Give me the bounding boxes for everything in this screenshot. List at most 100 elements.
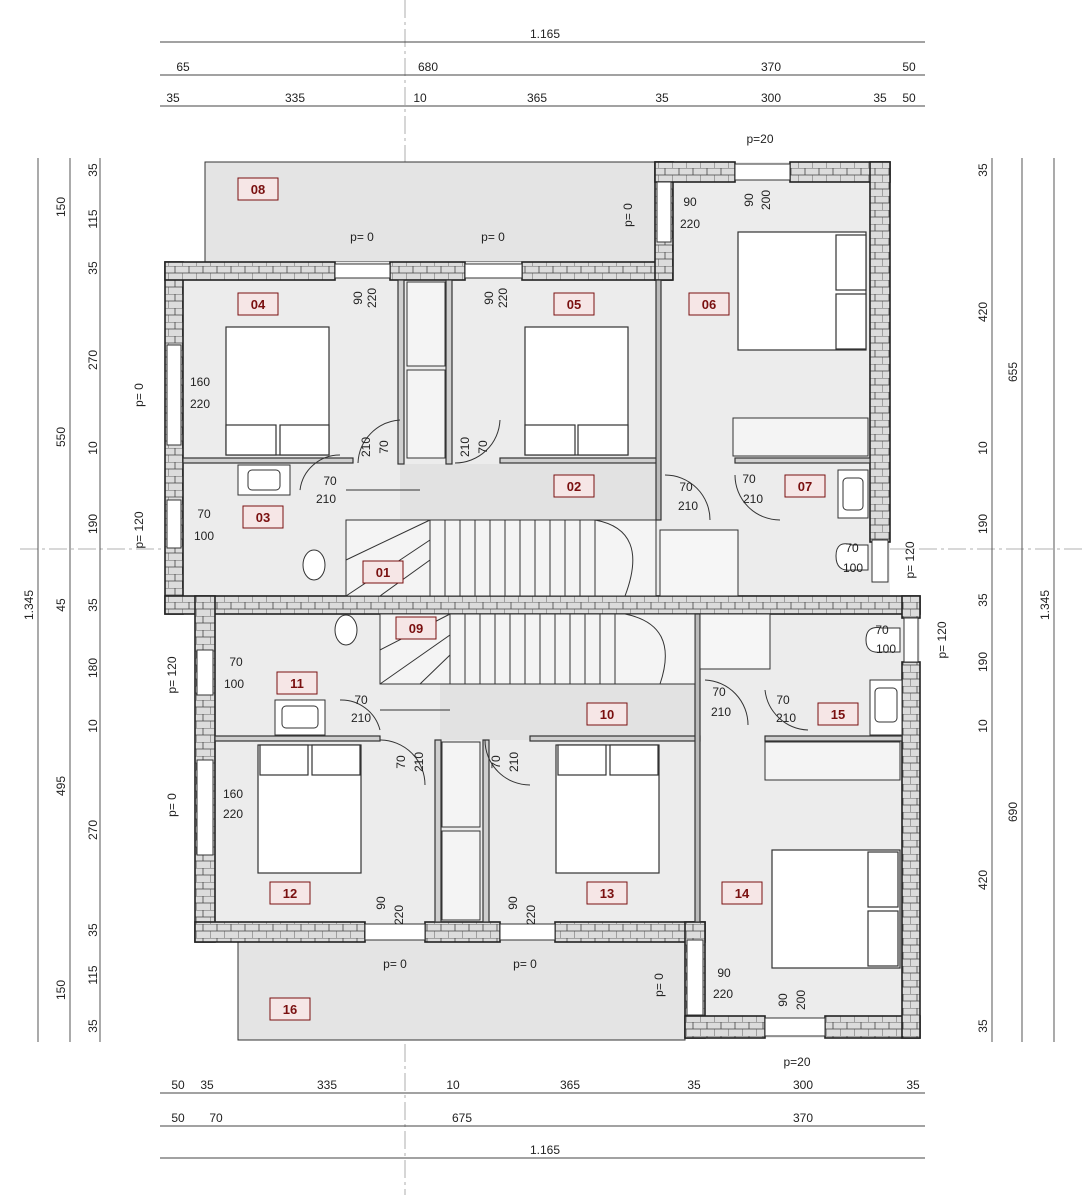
dim-top-row2: 370 — [761, 60, 781, 74]
window-height: 200 — [759, 190, 773, 210]
room-07: 07 — [784, 474, 826, 498]
door-height: 210 — [351, 711, 371, 725]
window-width: 160 — [190, 375, 210, 389]
window-sill-height: p= 0 — [513, 957, 537, 971]
window-width: 70 — [845, 541, 859, 555]
window-height: 100 — [876, 642, 896, 656]
room-03: 03 — [242, 505, 284, 529]
window-height: 200 — [794, 990, 808, 1010]
window-height: 100 — [194, 529, 214, 543]
room-01: 01 — [362, 560, 404, 584]
dim-left-row3: 270 — [86, 820, 100, 840]
door-width: 70 — [354, 693, 368, 707]
dim-right-row3: 10 — [976, 441, 990, 455]
dim-right-row2: 655 — [1006, 362, 1020, 382]
dim-left-row3: 270 — [86, 350, 100, 370]
window-width: 90 — [717, 966, 731, 980]
door-height: 210 — [412, 752, 426, 772]
window-sill-height: p= 0 — [652, 973, 666, 997]
balcony-16 — [237, 939, 686, 1041]
dim-bottom-row2: 50 — [171, 1111, 185, 1125]
window-width: 90 — [683, 195, 697, 209]
room-13-label: 13 — [600, 886, 614, 901]
room-02-label: 02 — [567, 479, 581, 494]
window-sill-height: p= 0 — [621, 203, 635, 227]
door-height: 210 — [458, 437, 472, 457]
wardrobes — [406, 281, 901, 921]
balcony-08 — [204, 161, 661, 263]
beds — [225, 231, 901, 969]
door-width: 70 — [712, 685, 726, 699]
window-label: p= 120 70 100 — [132, 507, 214, 549]
dim-left-overall: 1.345 — [22, 590, 36, 620]
window-sill-height: p=20 — [783, 1055, 810, 1069]
room-06-label: 06 — [702, 297, 716, 312]
door-height: 210 — [776, 711, 796, 725]
window-width: 70 — [197, 507, 211, 521]
dim-bottom-row1: 10 — [446, 1078, 460, 1092]
room-09: 09 — [395, 616, 437, 640]
dim-top-row2: 680 — [418, 60, 438, 74]
dim-top-row2: 50 — [902, 60, 916, 74]
room-08-label: 08 — [251, 182, 265, 197]
door-height: 210 — [711, 705, 731, 719]
window-sill-height: p= 120 — [903, 541, 917, 578]
room-01-label: 01 — [376, 565, 390, 580]
window-width: 90 — [482, 291, 496, 305]
room-14: 14 — [721, 881, 763, 905]
dim-right-overall: 1.345 — [1038, 590, 1052, 620]
door-width: 70 — [323, 474, 337, 488]
door-width: 70 — [394, 755, 408, 769]
dim-top-row3: 335 — [285, 91, 305, 105]
window-sill-height: p= 0 — [132, 383, 146, 407]
dim-left-row2: 495 — [54, 776, 68, 796]
window-sill-height: p= 120 — [132, 511, 146, 548]
dim-bottom-row2: 370 — [793, 1111, 813, 1125]
door-height: 210 — [316, 492, 336, 506]
dim-top-row3: 35 — [166, 91, 180, 105]
dim-top-row3: 365 — [527, 91, 547, 105]
window-width: 90 — [351, 291, 365, 305]
dim-bottom-row2: 675 — [452, 1111, 472, 1125]
room-10-label: 10 — [600, 707, 614, 722]
window-height: 100 — [843, 561, 863, 575]
dim-top-row2: 65 — [176, 60, 190, 74]
window-sill-height: p= 120 — [165, 656, 179, 693]
dim-top-row3: 35 — [873, 91, 887, 105]
window-height: 220 — [223, 807, 243, 821]
dim-bottom-row1: 365 — [560, 1078, 580, 1092]
dim-top-row3: 300 — [761, 91, 781, 105]
window-height: 100 — [224, 677, 244, 691]
room-13: 13 — [586, 881, 628, 905]
dim-left-row2: 150 — [54, 197, 68, 217]
door-height: 210 — [678, 499, 698, 513]
room-04-label: 04 — [251, 297, 266, 312]
dim-bottom-row1: 35 — [200, 1078, 214, 1092]
dim-right-row2: 690 — [1006, 802, 1020, 822]
window-width: 90 — [506, 896, 520, 910]
room-15: 15 — [817, 702, 859, 726]
dim-bottom-row1: 50 — [171, 1078, 185, 1092]
dim-left-row3: 35 — [86, 163, 100, 177]
window-width: 90 — [742, 193, 756, 207]
window-label: p= 120 70 100 — [843, 541, 917, 579]
bathroom-fixtures — [237, 464, 903, 736]
window-height: 220 — [392, 905, 406, 925]
dimension-lines — [37, 41, 1055, 1159]
dim-bottom-row1: 335 — [317, 1078, 337, 1092]
